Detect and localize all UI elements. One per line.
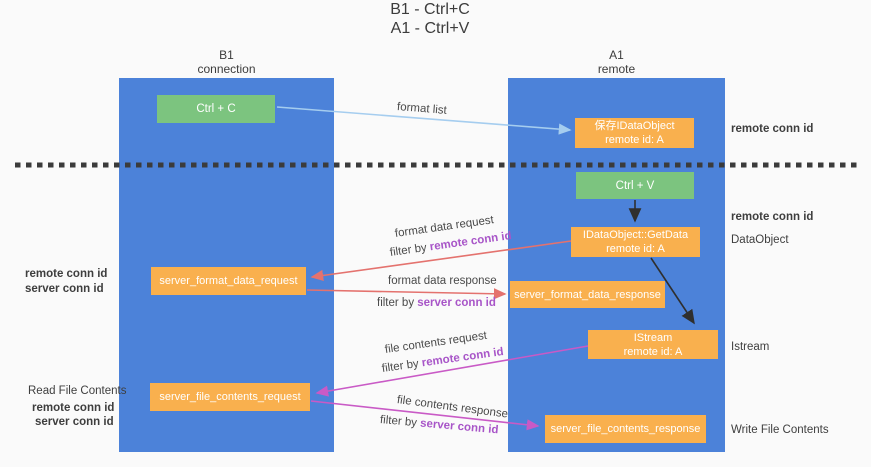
left-column-header: B1 connection (119, 48, 334, 76)
remote-conn-id-text: remote conn id (421, 345, 505, 370)
ctrl-v-label: Ctrl + V (615, 179, 655, 192)
file-contents-response-filter-label: filter by server conn id (379, 414, 498, 436)
left-column-name: B1 (219, 48, 234, 62)
left-server-conn-id-label: server conn id (25, 283, 104, 295)
istream-box: IStream remote id: A (588, 330, 718, 359)
idataobject-getdata-line2: remote id: A (606, 243, 665, 255)
idataobject-getdata-box: IDataObject::GetData remote id: A (571, 227, 700, 257)
title-line-2: A1 - Ctrl+V (390, 20, 470, 37)
right-remote-conn-id-label-2: remote conn id (731, 211, 814, 223)
ctrl-c-label: Ctrl + C (196, 103, 236, 115)
server-format-data-request-box: server_format_data_request (151, 267, 306, 295)
server-conn-id-text: server conn id (417, 297, 496, 309)
idataobject-getdata-line1: IDataObject::GetData (582, 229, 689, 241)
istream-line1: IStream (633, 331, 673, 344)
left-remote-conn-id-label: remote conn id (25, 268, 108, 280)
title-line-1: B1 - Ctrl+C (390, 1, 470, 18)
format-data-response-arrow (306, 288, 507, 300)
write-file-contents-label: Write File Contents (731, 424, 829, 436)
right-column-name: A1 (609, 48, 624, 62)
right-column-subtitle: remote (597, 62, 636, 76)
filter-by-text: filter by (379, 414, 421, 430)
read-file-contents-label: Read File Contents (28, 385, 127, 397)
filter-by-text: filter by (389, 241, 431, 259)
server-conn-id-text: server conn id (419, 417, 499, 437)
left-column-subtitle: connection (197, 62, 256, 76)
istream-side-label: Istream (731, 341, 770, 353)
format-data-response-filter-label: filter by server conn id (377, 297, 496, 309)
server-file-contents-response-box: server_file_contents_response (545, 415, 706, 443)
left-remote-conn-id-label-2: remote conn id (32, 402, 115, 414)
server-format-data-response-box: server_format_data_response (510, 281, 665, 308)
diagram-title: B1 - Ctrl+C A1 - Ctrl+V (0, 0, 860, 38)
ctrl-v-box: Ctrl + V (576, 172, 694, 199)
left-server-conn-id-label-2: server conn id (35, 416, 114, 428)
format-data-response-label: format data response (388, 275, 497, 287)
save-idataobject-line2: remote id: A (605, 134, 664, 146)
server-format-data-response-label: server_format_data_response (514, 288, 661, 301)
save-idataobject-line1: 保存IDataObject (594, 120, 675, 132)
right-remote-conn-id-label: remote conn id (731, 123, 814, 135)
istream-line2: remote id: A (623, 345, 683, 358)
right-column-header: A1 remote (508, 48, 725, 76)
save-idataobject-box: 保存IDataObject remote id: A (575, 118, 694, 148)
filter-by-text: filter by (377, 297, 418, 309)
server-file-contents-response-label: server_file_contents_response (550, 423, 701, 435)
server-file-contents-request-box: server_file_contents_request (150, 383, 310, 411)
dataobject-label: DataObject (731, 234, 789, 246)
format-list-label: format list (396, 101, 448, 117)
server-file-contents-request-label: server_file_contents_request (159, 391, 301, 403)
filter-by-text: filter by (381, 357, 423, 375)
server-format-data-request-label: server_format_data_request (159, 275, 298, 287)
ctrl-c-box: Ctrl + C (157, 95, 275, 123)
